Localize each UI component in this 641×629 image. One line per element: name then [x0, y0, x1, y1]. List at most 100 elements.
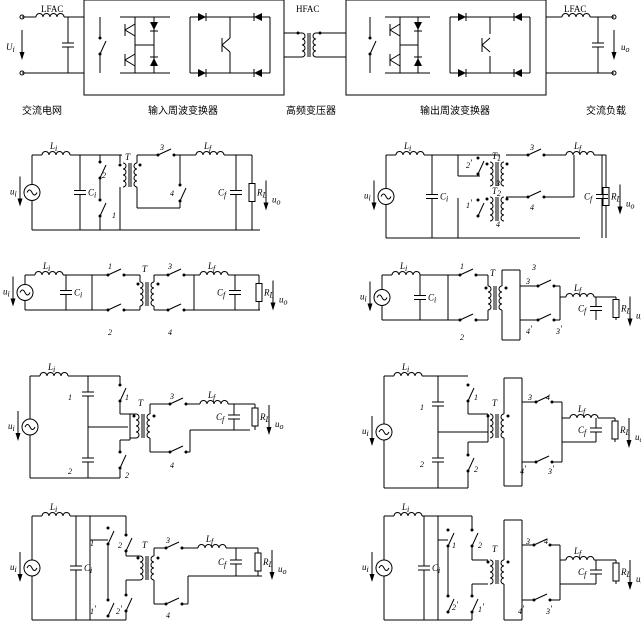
transformer: [136, 414, 150, 438]
switch-s4p: [536, 313, 556, 322]
uo-label: uo: [272, 195, 281, 207]
c2-capacitor: [431, 457, 445, 463]
ac-source-icon: [375, 559, 393, 577]
switch-s4-label: 4: [166, 611, 170, 620]
cf-capacitor: [227, 414, 241, 420]
cf-capacitor: [228, 290, 242, 295]
ci-label: Ci: [440, 192, 448, 204]
switch-s1-label: 1: [460, 262, 464, 271]
switch-s3-label: 3: [525, 277, 530, 286]
ui-arrow: [369, 415, 375, 447]
ci-label: Ci: [432, 563, 440, 575]
rl-resistor: [254, 552, 262, 572]
switch-s2: [106, 303, 126, 312]
switch-s4-label: 4: [496, 220, 500, 229]
ui-label: ui: [362, 426, 369, 438]
switch-s3-top-label: 3: [531, 263, 536, 272]
transformer: [490, 560, 504, 584]
transformer-label: T: [490, 268, 496, 278]
switch-s4: [178, 183, 187, 203]
c2-capacitor: [81, 457, 95, 463]
rl-resistor: [611, 420, 619, 440]
cf-label: Cf: [218, 557, 228, 569]
uo-label: uo: [636, 574, 641, 586]
switch-s2-label: 2: [102, 171, 106, 180]
switch-s2: [466, 453, 475, 473]
switch-s3-label: 3: [527, 393, 532, 402]
ui-arrow: [17, 551, 23, 583]
switch-s4p-label: 4′: [518, 604, 525, 616]
caption-grid: 交流电网: [22, 104, 62, 117]
cf-label: Cf: [216, 412, 226, 424]
transformer-label: T: [138, 398, 144, 408]
cf-label: Cf: [217, 288, 227, 300]
ac-source-icon: [23, 559, 41, 577]
output-cycloconverter-box: [345, 0, 547, 96]
svg-text:uo: uo: [621, 42, 630, 54]
switch-s3-label: 3: [529, 143, 534, 152]
switch-s2-label: 2: [118, 541, 122, 550]
lf-label: Lf: [573, 141, 583, 153]
rl-resistor: [251, 407, 259, 427]
switch-s3-label: 3: [495, 179, 500, 188]
ci-capacitor: [425, 194, 439, 199]
uo-label: uo: [636, 311, 641, 323]
transformer: [123, 163, 137, 187]
switch-s4-label: 4: [530, 203, 534, 212]
ci-label: Ci: [74, 288, 82, 300]
switch-s2-label: 2: [108, 328, 112, 337]
caption-hf-transformer: 高频变压器: [286, 104, 336, 117]
caption-output-cyclo: 输出周波变换器: [420, 104, 490, 117]
transformer-label: T: [142, 540, 148, 550]
cf-label: Cf: [584, 192, 594, 204]
switch-s1-label: 1: [108, 262, 112, 271]
ci-capacitor: [417, 565, 431, 571]
hfac-label: HFAC: [296, 4, 319, 14]
rl-resistor: [612, 562, 620, 582]
switch-s2p: [124, 593, 133, 613]
lf-label: Lf: [573, 283, 583, 295]
cf-capacitor: [589, 569, 603, 575]
transformer-label: T1: [492, 151, 501, 163]
transformer-t2: [490, 197, 504, 221]
lfac-right-label: LFAC: [564, 4, 586, 14]
ac-source-icon: [23, 184, 41, 201]
switch-s4p: [534, 455, 554, 464]
rl-resistor: [248, 183, 256, 202]
ac-source-icon: [21, 418, 39, 436]
cf-capacitor: [589, 306, 603, 311]
switch-s1-label: 1: [474, 393, 478, 402]
li-label: Li: [47, 362, 55, 374]
li-label: Li: [49, 141, 57, 153]
rl-label: RL: [262, 557, 274, 569]
switch-s1-label: 1: [125, 393, 129, 402]
ci-label: Ci: [428, 293, 436, 305]
cf-label: Cf: [578, 304, 588, 316]
li-label: Li: [401, 502, 409, 514]
cf-label: Cf: [218, 188, 228, 200]
c2-label: 2: [68, 467, 72, 476]
switch-s2p: [476, 156, 485, 176]
transformer-label: T: [492, 398, 498, 408]
switch-s2p-label: 2′: [466, 158, 473, 170]
switch-s2-label: 2: [474, 465, 478, 474]
lf-label: Lf: [203, 141, 213, 153]
switch-s3p-label: 3′: [547, 464, 555, 476]
switch-s4-label: 4: [170, 461, 174, 470]
switch-s3-label: 3: [169, 392, 174, 401]
switch-s2: [470, 528, 479, 548]
ci-label: Ci: [84, 563, 92, 575]
ui-arrow: [10, 276, 16, 307]
switch-s4-label: 4: [168, 328, 172, 337]
li-label: Li: [403, 141, 411, 153]
li-label: Li: [49, 502, 57, 514]
lf-label: Lf: [207, 261, 217, 273]
rl-label: RL: [259, 412, 271, 424]
switch-s2: [124, 533, 133, 553]
switch-s3p-label: 3′: [545, 604, 553, 616]
ui-label: ui: [10, 187, 17, 199]
